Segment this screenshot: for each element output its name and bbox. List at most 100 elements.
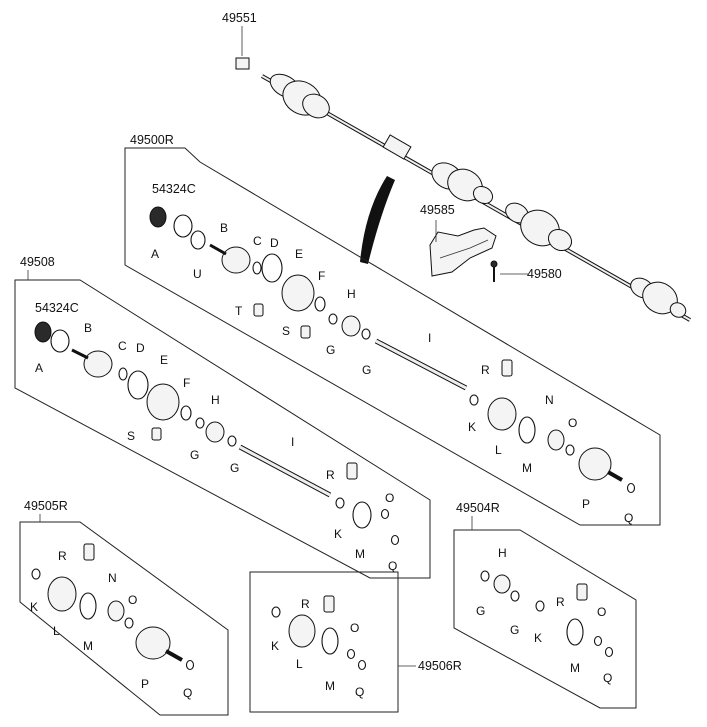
callout-49505r: 49505R: [24, 499, 68, 513]
part-b-l: [83, 350, 113, 378]
label-o-504: O: [597, 605, 606, 619]
nut-part: [235, 57, 250, 70]
label-i-l: I: [291, 435, 294, 449]
frame-49508: [14, 279, 431, 579]
label-r-l: R: [326, 468, 335, 482]
bracket-assembly: [429, 220, 528, 282]
label-m-l: M: [355, 547, 365, 561]
label-h-r: H: [347, 287, 356, 301]
label-f-l: F: [183, 376, 190, 390]
frame-49500r: [124, 147, 661, 526]
frame-49506r: [249, 571, 399, 713]
label-t: T: [235, 304, 243, 318]
letters-49508: A B C D E F H S G G I R O K M Q: [35, 321, 397, 573]
label-n-505: N: [108, 571, 117, 585]
label-m-506: M: [325, 679, 335, 693]
label-g-504a: G: [476, 604, 485, 618]
callout-49500r: 49500R: [130, 133, 174, 147]
label-g-l1: G: [190, 448, 199, 462]
part-e-l: [146, 383, 180, 421]
label-g-r1: G: [326, 343, 335, 357]
label-q-505: Q: [183, 686, 192, 700]
label-p-505: P: [141, 677, 149, 691]
label-q-504: Q: [603, 671, 612, 685]
bolt-part: [490, 260, 498, 268]
label-m-505: M: [83, 639, 93, 653]
part-a-l: [34, 321, 52, 343]
label-b-l: B: [84, 321, 92, 335]
label-e-l: E: [160, 353, 168, 367]
letters-49506r: R K O L M Q: [271, 597, 364, 699]
letters-49505r: R K N O L M P Q: [30, 549, 192, 700]
part-s-l: [151, 427, 162, 441]
label-g-r2: G: [362, 363, 371, 377]
label-k-l: K: [334, 527, 342, 541]
pointer-wedge: [360, 176, 395, 264]
label-f-r: F: [318, 269, 325, 283]
label-s-r: S: [282, 324, 290, 338]
label-l-505: L: [53, 624, 60, 638]
label-e-r: E: [295, 247, 303, 261]
label-r-r: R: [481, 363, 490, 377]
label-g-504b: G: [510, 623, 519, 637]
label-c-r: C: [253, 234, 262, 248]
label-d-l: D: [136, 341, 145, 355]
label-a-r: A: [151, 247, 159, 261]
label-s-l: S: [127, 429, 135, 443]
callout-49585: 49585: [420, 203, 455, 217]
part-h-l: [205, 421, 225, 443]
frame-49504r: [453, 529, 637, 709]
label-r-504: R: [556, 595, 565, 609]
frame-49505r: [19, 521, 229, 716]
label-k-504: K: [534, 631, 542, 645]
label-c-l: C: [118, 339, 127, 353]
label-q-506: Q: [355, 685, 364, 699]
bracket-part: [429, 227, 497, 277]
label-g-l2: G: [230, 461, 239, 475]
parts-49500r: [149, 206, 636, 494]
label-p-r: P: [582, 497, 590, 511]
part-r-r: [501, 359, 513, 377]
part-p-r: [578, 447, 612, 481]
part-b: [221, 246, 251, 274]
label-u: U: [193, 267, 202, 281]
label-i-r: I: [428, 331, 431, 345]
parts-49504r: [480, 570, 614, 658]
label-a-l: A: [35, 361, 43, 375]
letters-49504r: H G G K R O M Q: [476, 546, 612, 685]
callout-49580: 49580: [527, 267, 562, 281]
part-h: [341, 315, 361, 337]
letters-49500r: A U B C D E F H T S G G I R K L N O M P …: [151, 221, 633, 525]
parts-49506r: [271, 595, 367, 671]
part-r-l: [346, 462, 358, 480]
label-m-504: M: [570, 661, 580, 675]
part-s-r: [300, 325, 311, 339]
label-k-r: K: [468, 420, 476, 434]
label-h-504: H: [498, 546, 507, 560]
complete-drive-shaft: [235, 57, 691, 322]
part-e: [281, 274, 315, 312]
label-r-505: R: [58, 549, 67, 563]
label-h-l: H: [211, 393, 220, 407]
label-o-505: O: [128, 593, 137, 607]
label-o-506: O: [350, 621, 359, 635]
parts-49508: [34, 321, 400, 546]
callout-54324c-l: 54324C: [35, 301, 79, 315]
part-a: [149, 206, 167, 228]
part-l-r: [487, 397, 517, 431]
label-o-r: O: [568, 416, 577, 430]
part-n-r: [547, 429, 565, 451]
label-q-l: Q: [388, 559, 397, 573]
parts-49505r: [31, 543, 195, 671]
callout-49506r: 49506R: [418, 659, 462, 673]
part-t: [253, 303, 264, 317]
callout-49551: 49551: [222, 11, 257, 25]
label-n-r: N: [545, 393, 554, 407]
label-o-l: O: [385, 491, 394, 505]
label-l-506: L: [296, 657, 303, 671]
callout-54324c-r: 54324C: [152, 182, 196, 196]
label-d-r: D: [270, 236, 279, 250]
callout-49504r: 49504R: [456, 501, 500, 515]
